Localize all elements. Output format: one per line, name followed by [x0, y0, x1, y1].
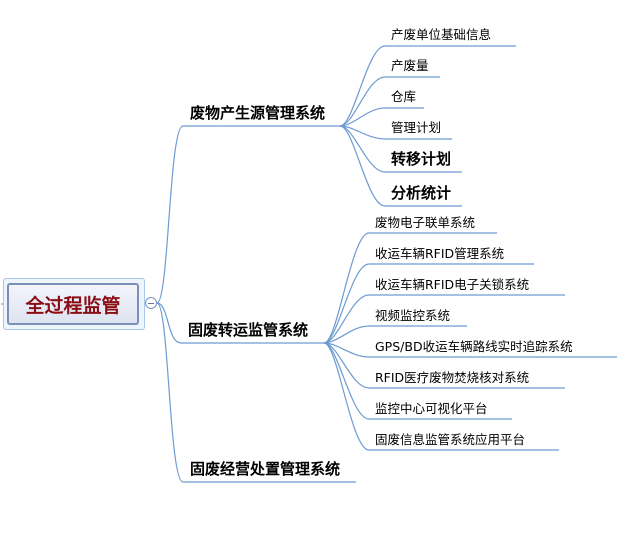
- leaf-connector: [339, 76, 386, 127]
- leaf-connector: [323, 325, 370, 344]
- leaf-node[interactable]: 收运车辆RFID管理系统: [375, 246, 505, 261]
- branch-waste-source[interactable]: 废物产生源管理系统: [190, 104, 326, 122]
- leaf-node[interactable]: GPS/BD收运车辆路线实时追踪系统: [375, 339, 573, 354]
- branch-connector: [156, 125, 184, 304]
- leaf-node[interactable]: RFID医疗废物焚烧核对系统: [375, 370, 530, 385]
- leaf-node[interactable]: 转移计划: [391, 150, 452, 168]
- leaf-connector: [339, 107, 386, 127]
- leaf-connector: [339, 125, 386, 207]
- leaf-node[interactable]: 视频监控系统: [375, 308, 451, 323]
- leaf-connector: [339, 45, 386, 127]
- leaf-node[interactable]: 收运车辆RFID电子关锁系统: [375, 277, 530, 292]
- leaf-node[interactable]: 管理计划: [391, 120, 442, 135]
- leaf-node[interactable]: 产废单位基础信息: [391, 27, 492, 42]
- root-node[interactable]: 全过程监管: [7, 283, 139, 325]
- branch-connector: [156, 302, 184, 483]
- collapse-icon[interactable]: [145, 297, 157, 309]
- leaf-node[interactable]: 仓库: [391, 89, 417, 104]
- leaf-node[interactable]: 分析统计: [391, 184, 452, 202]
- branch-transport[interactable]: 固废转运监管系统: [188, 321, 309, 339]
- leaf-node[interactable]: 产废量: [391, 58, 429, 73]
- leaf-connector: [323, 263, 370, 344]
- leaf-node[interactable]: 监控中心可视化平台: [375, 401, 488, 416]
- leaf-connector: [323, 294, 370, 344]
- leaf-connector: [323, 232, 370, 344]
- branch-disposal[interactable]: 固废经营处置管理系统: [190, 460, 341, 478]
- leaf-node[interactable]: 固废信息监管系统应用平台: [375, 432, 526, 447]
- leaf-connector: [323, 342, 370, 420]
- root-node-label: 全过程监管: [25, 294, 121, 317]
- branch-connector: [156, 302, 182, 344]
- leaf-connector: [323, 342, 370, 451]
- leaf-node[interactable]: 废物电子联单系统: [375, 215, 476, 230]
